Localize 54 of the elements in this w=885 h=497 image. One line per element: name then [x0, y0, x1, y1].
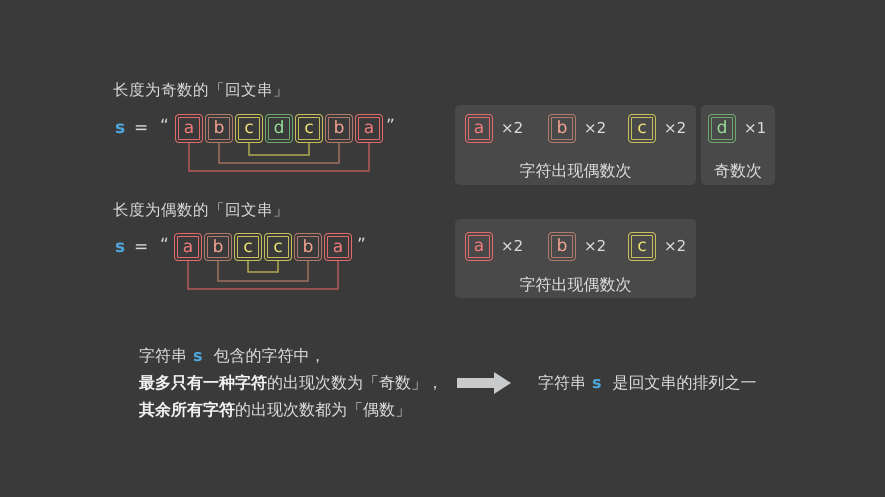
group-panel [701, 105, 775, 185]
letter-box: a [465, 232, 493, 261]
letter-box: b [548, 114, 576, 143]
letter-box: c [295, 114, 323, 143]
variable-name: s [115, 237, 126, 257]
letter-box: c [628, 232, 656, 261]
count-label: ×2 [584, 236, 606, 257]
letter-box: c [264, 233, 292, 261]
connector-line [218, 143, 340, 164]
quote-mark: ” [357, 235, 366, 255]
letter-box: b [548, 232, 576, 261]
letter-box: a [324, 233, 352, 261]
letter-box: a [175, 114, 203, 143]
letter-box: a [465, 114, 493, 143]
letter-box: b [294, 233, 322, 261]
letter-box: d [265, 114, 293, 143]
quote-mark: “ [160, 235, 169, 255]
quote-mark: ” [386, 116, 395, 136]
count-label: ×2 [501, 236, 524, 257]
count-label: ×2 [664, 236, 686, 257]
panel-caption: 字符出现偶数次 [520, 161, 632, 181]
condition-text: 字符串 s 包含的字符中， [139, 345, 326, 367]
letter-box: d [708, 114, 736, 143]
group-panel [455, 219, 696, 298]
condition-text: 最多只有一种字符的出现次数为「奇数」， [139, 372, 443, 394]
connector-line [188, 143, 370, 172]
count-label: ×1 [744, 118, 766, 139]
section-heading: 长度为奇数的「回文串」 [113, 80, 289, 101]
panel-caption: 奇数次 [714, 161, 762, 181]
letter-box: c [628, 114, 656, 143]
count-label: ×2 [584, 118, 606, 139]
connector-line [248, 143, 310, 156]
connector-line [187, 261, 339, 290]
count-label: ×2 [501, 118, 524, 139]
connector-line [217, 261, 309, 282]
panel-caption: 字符出现偶数次 [520, 275, 632, 295]
letter-box: c [234, 233, 262, 261]
letter-box: b [205, 114, 233, 143]
variable-name: s [115, 118, 126, 138]
equals-sign: = [134, 118, 148, 138]
letter-box: a [355, 114, 383, 143]
condition-text: 其余所有字符的出现次数都为「偶数」 [139, 399, 411, 421]
group-panel [455, 105, 696, 185]
letter-box: a [174, 233, 202, 261]
conclusion-text: 字符串 s 是回文串的排列之一 [538, 372, 757, 394]
letter-box: b [325, 114, 353, 143]
count-label: ×2 [664, 118, 686, 139]
connector-line [247, 261, 279, 273]
section-heading: 长度为偶数的「回文串」 [113, 200, 289, 221]
letter-box: c [235, 114, 263, 143]
quote-mark: “ [160, 116, 169, 136]
letter-box: b [204, 233, 232, 261]
equals-sign: = [134, 237, 148, 257]
arrow [457, 372, 511, 394]
